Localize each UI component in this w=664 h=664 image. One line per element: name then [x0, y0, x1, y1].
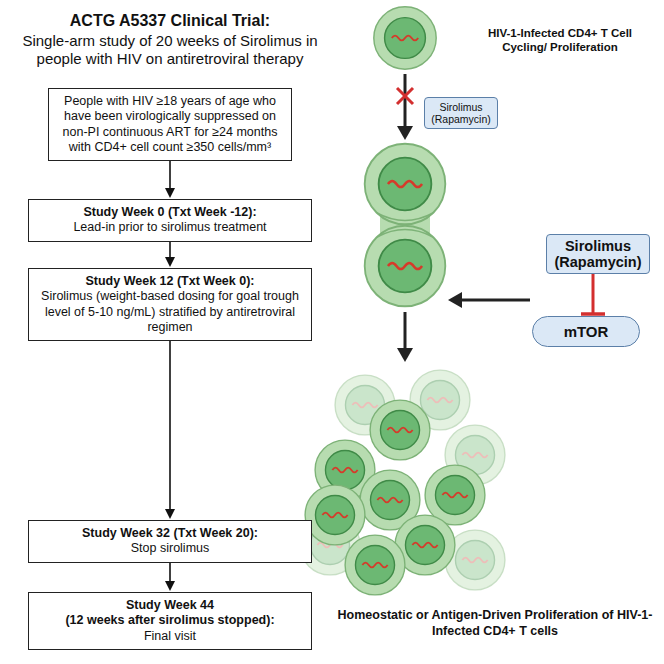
node-text: Study Week 0 (Txt Week -12): [35, 205, 305, 220]
caption-text: HIV-1-Infected CD4+ T Cell Cycling/ Prol… [470, 26, 650, 55]
caption-text: Homeostatic or Antigen-Driven Proliferat… [330, 608, 660, 639]
process-box: Study Week 32 (Txt Week 20):Stop sirolim… [28, 520, 312, 563]
node-text: Stop sirolimus [35, 541, 305, 556]
node-text: Final visit [35, 629, 305, 644]
connector-arrow [165, 341, 175, 519]
connector-arrow [165, 242, 175, 268]
node-text: Sirolimus (Rapamycin) [429, 101, 493, 125]
node-text: Study Week 12 (Txt Week 0): [35, 274, 305, 289]
process-box: Study Week 12 (Txt Week 0):Sirolimus (we… [28, 268, 312, 341]
node-text: Sirolimus (weight-based dosing for goal … [35, 289, 305, 335]
node-text: Sirolimus (Rapamycin) [551, 238, 645, 270]
connector-arrow [581, 274, 605, 314]
process-box: Study Week 44(12 weeks after sirolimus s… [28, 592, 312, 650]
node-text: mTOR [537, 323, 635, 340]
target-box: mTOR [532, 316, 640, 347]
connector-arrow [165, 563, 175, 592]
caption-text: Single-arm study of 20 weeks of Sirolimu… [20, 32, 320, 68]
node-text: (12 weeks after sirolimus stopped): [35, 613, 305, 628]
node-text: Study Week 32 (Txt Week 20): [35, 526, 305, 541]
node-text: Lead-in prior to sirolimus treatment [35, 220, 305, 235]
process-box: Study Week 0 (Txt Week -12):Lead-in prio… [28, 199, 312, 242]
node-text: People with HIV ≥18 years of age who hav… [55, 94, 285, 155]
node-text: Study Week 44 [35, 598, 305, 613]
eligibility-box: People with HIV ≥18 years of age who hav… [48, 88, 292, 161]
drug-box: Sirolimus (Rapamycin) [546, 234, 650, 274]
diagram-title: ACTG A5337 Clinical Trial: [20, 12, 320, 30]
drug-box: Sirolimus (Rapamycin) [424, 97, 498, 129]
connector-arrow [165, 161, 175, 198]
